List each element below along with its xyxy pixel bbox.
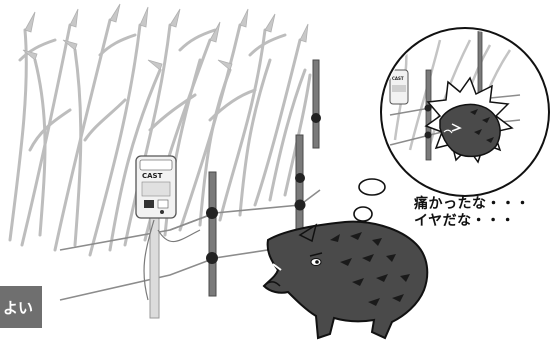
energizer-device: CAST [135,155,177,219]
ground-lead [143,219,201,301]
fence-post-1 [208,171,217,297]
speech-line-2: イヤだな・・・ [414,213,516,229]
crop-field [8,18,312,257]
fence-post-3 [312,59,320,149]
device-brand-label: CAST [142,172,163,180]
insulators [206,113,321,264]
energizer-post [149,209,160,319]
magnifier-circle-icon: CAST [380,27,550,197]
boar-speech-text: 痛かったな・・・ イヤだな・・・ [414,196,530,230]
speech-line-1: 痛かったな・・・ [414,196,530,212]
magnified-device-label: CAST [392,76,404,81]
boar-main [262,220,429,340]
fence-posts [208,59,320,297]
corner-badge: よい [0,286,42,328]
crop-leaves [22,3,309,71]
